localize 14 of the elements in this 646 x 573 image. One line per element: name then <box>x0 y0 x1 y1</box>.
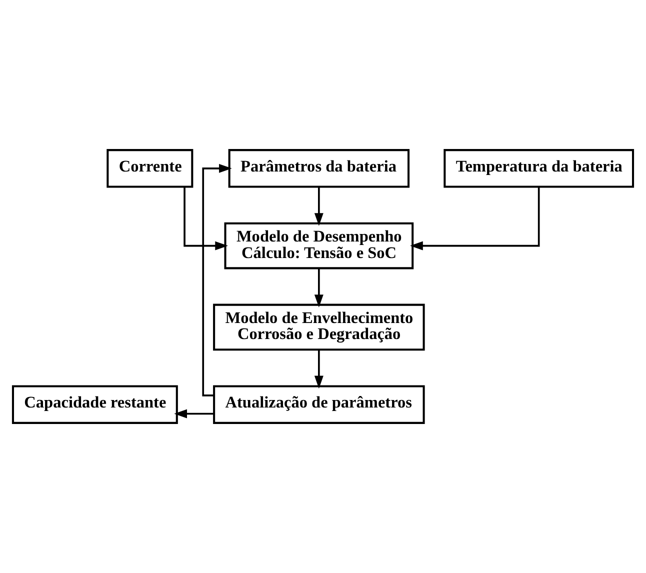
node-box: Corrente <box>106 149 194 188</box>
node-box: Parâmetros da bateria <box>228 149 410 188</box>
arrow <box>202 164 232 396</box>
node-box: Temperatura da bateria <box>444 149 634 188</box>
arrow <box>314 268 324 308</box>
node-box: Modelo de Envelhecimento Corrosão e Degradação <box>213 304 425 351</box>
arrow <box>410 186 540 250</box>
arrow <box>314 186 324 226</box>
arrow <box>184 186 228 250</box>
node-box: Modelo de Desempenho Cálculo: Tensão e SoC <box>224 222 414 270</box>
node-box: Atualização de parâmetros <box>213 385 425 424</box>
arrow <box>174 409 214 418</box>
node-box: Capacidade restante <box>12 385 178 424</box>
arrow <box>314 350 324 389</box>
